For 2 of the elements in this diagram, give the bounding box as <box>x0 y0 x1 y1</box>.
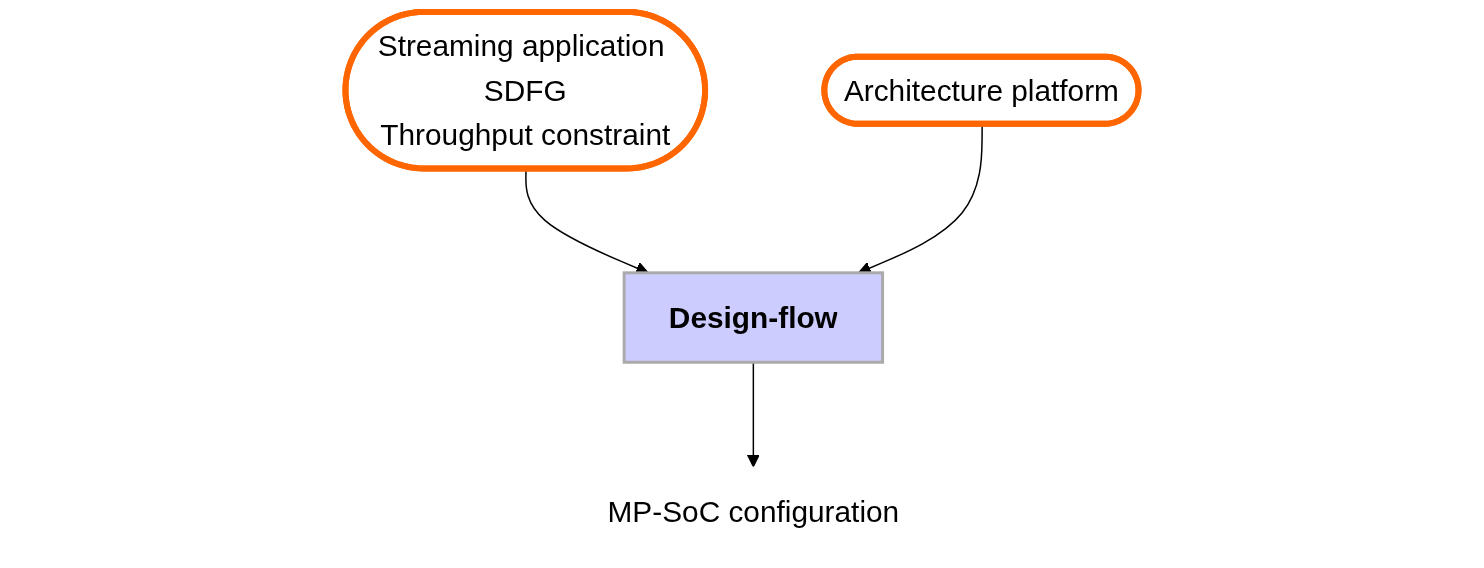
node-box: Design-flow <box>622 271 885 364</box>
node-text: MP-SoC configuration <box>607 494 900 528</box>
